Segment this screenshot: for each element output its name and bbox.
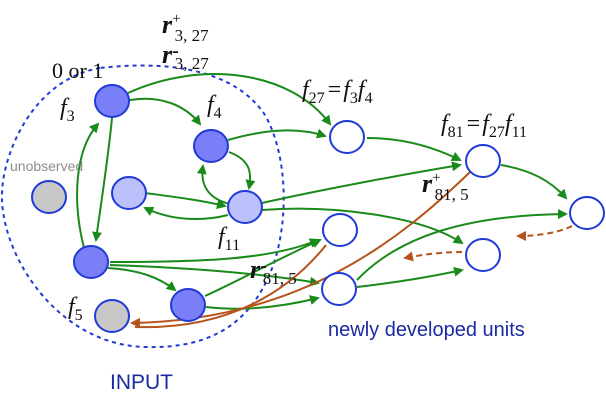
edge-f11-mid — [143, 206, 229, 221]
edge-f11-f81 — [261, 161, 462, 204]
edge-f4-f27 — [227, 128, 327, 141]
node-f4 — [193, 129, 229, 163]
edge-n4-out — [356, 209, 568, 281]
label-f11: f11 — [218, 224, 240, 254]
label-r-minus-81-5: r-81, 5 — [250, 255, 297, 288]
node-output — [569, 196, 605, 230]
edge-n4-n5 — [356, 266, 464, 288]
edge-f81-out — [500, 164, 568, 200]
label-f4: f4 — [207, 92, 222, 122]
edge-bl-node-b — [107, 267, 177, 292]
node-new-4 — [321, 272, 357, 306]
edge-f11-n5 — [261, 207, 464, 245]
edge-f27-f81 — [366, 137, 462, 161]
node-input-bl — [73, 245, 109, 279]
node-f27 — [329, 120, 365, 154]
node-new-3 — [322, 213, 358, 247]
edge-bl-n4 — [109, 264, 320, 287]
label-r-plus-81-5: r+81, 5 — [422, 169, 469, 204]
node-f3 — [94, 84, 130, 118]
label-r-minus-3-27: r-3, 27 — [162, 40, 209, 73]
edge-b-n3 — [204, 238, 322, 297]
label-f27-equation: f27=f3f4 — [302, 77, 373, 107]
label-r-plus-3-27: r+3, 27 — [162, 10, 209, 45]
label-f3: f3 — [60, 95, 75, 125]
edge-bl-n3 — [109, 238, 320, 263]
label-f5: f5 — [68, 294, 83, 324]
edge-mid-f11 — [144, 192, 227, 209]
edge-out-back — [516, 225, 573, 241]
edge-f4-f11 — [228, 151, 256, 190]
label-zero-or-one: 0 or 1 — [52, 58, 103, 83]
edge-bl-f3 — [76, 122, 100, 249]
edge-f3-f4 — [129, 97, 202, 126]
node-f11 — [227, 190, 263, 224]
input-boundary — [0, 64, 285, 349]
node-unobserved — [31, 180, 67, 214]
edge-f3-node-bl — [92, 117, 113, 242]
label-input: INPUT — [110, 371, 173, 394]
node-hidden-mid — [111, 176, 147, 210]
label-unobserved: unobserved — [10, 158, 83, 174]
edge-n3-f5 — [134, 244, 327, 329]
edge-b-n4 — [205, 295, 320, 310]
edge-n5-back — [403, 251, 463, 262]
edge-f3-f27 — [127, 73, 332, 126]
node-f81 — [465, 144, 501, 178]
node-input-b — [170, 288, 206, 322]
label-newly-developed-units: newly developed units — [328, 319, 525, 341]
label-f81-equation: f81=f27f11 — [441, 111, 527, 141]
node-f5 — [94, 299, 130, 333]
node-new-5 — [465, 238, 501, 272]
